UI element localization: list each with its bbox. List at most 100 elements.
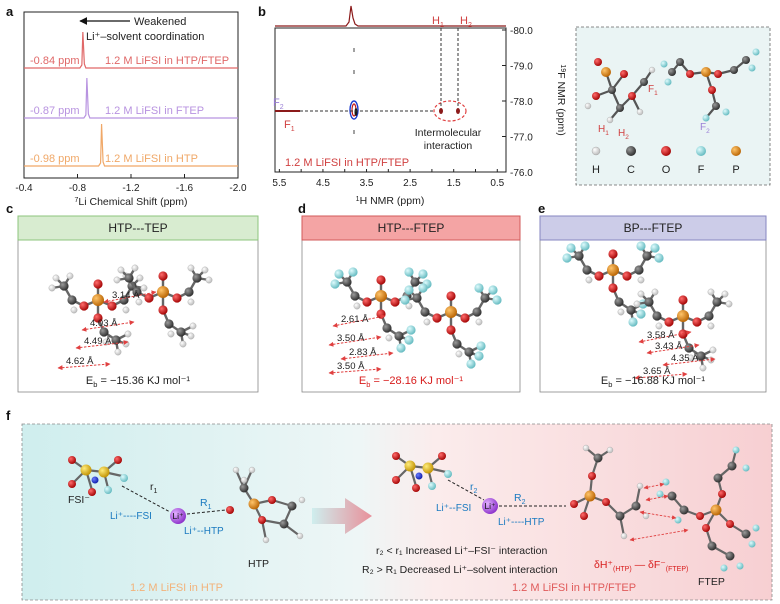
legend-atom-label: O xyxy=(662,164,671,176)
atom-sphere xyxy=(721,290,729,298)
atom-sphere xyxy=(418,283,428,293)
panel-f-comparison-2: R₂ > R₁ Decreased Li⁺–solvent interactio… xyxy=(362,564,558,576)
legend-atom-label: C xyxy=(627,164,635,176)
panel-a-xlabel: 7Li Chemical Shift (ppm) xyxy=(74,196,187,208)
panel-b-ytick-label: -80.0 xyxy=(510,26,533,37)
legend-atom-label: H xyxy=(592,164,600,176)
atom-sphere xyxy=(164,319,174,329)
atom-sphere xyxy=(158,271,168,281)
panel-b-h1-label: H1 xyxy=(432,15,444,29)
atom-sphere xyxy=(642,251,652,261)
atom-sphere xyxy=(608,283,618,293)
panel-a-spectrum-name: 1.2 M LiFSI in HTP xyxy=(105,153,198,165)
panel-label-c: c xyxy=(6,201,13,216)
atom-sphere xyxy=(446,291,456,301)
atom-sphere xyxy=(52,274,60,282)
atom-sphere xyxy=(406,325,416,335)
atom-sphere xyxy=(712,297,722,307)
atom-sphere xyxy=(172,293,182,303)
atom-sphere xyxy=(131,264,139,272)
atom-sphere xyxy=(342,277,352,287)
atom-sphere xyxy=(466,359,476,369)
distance-arrow xyxy=(340,351,394,361)
legend-atom-sphere xyxy=(731,146,741,156)
distance-label: 4.49 Å xyxy=(84,336,112,347)
atom-sphere xyxy=(707,288,715,296)
distance-label: 3.58 Å xyxy=(647,330,675,341)
atom-sphere xyxy=(404,285,414,295)
panel-a-arrow-text-1: Weakened xyxy=(134,16,186,28)
atom-sphere xyxy=(692,317,702,327)
panel-f-transition-arrow xyxy=(312,498,372,534)
atom-sphere xyxy=(396,343,406,353)
panel-f-right-li-htp: Li⁺----HTP xyxy=(498,517,545,528)
panel-a-spectrum-trace xyxy=(24,123,238,167)
atom-legend-box: H1 H2 F1 xyxy=(575,26,771,186)
panel-f-left-li-label: Li⁺ xyxy=(172,511,184,521)
atom-sphere xyxy=(187,298,195,306)
atom-sphere xyxy=(107,301,117,311)
panel-b-annotation-1: Intermolecular xyxy=(415,127,482,139)
atom-sphere xyxy=(124,273,134,283)
atom-sphere xyxy=(410,277,420,287)
panel-b-2d-nmr: H1 H2 F2 F1 Intermolecular interaction 1… xyxy=(272,5,567,207)
legend-atom-sphere xyxy=(661,146,671,156)
distance-label: 2.83 Å xyxy=(349,347,377,358)
panel-a-tick-label: -2.0 xyxy=(229,183,247,194)
panel-f-right-ftep xyxy=(656,446,760,572)
atom-sphere xyxy=(677,310,689,322)
atom-sphere xyxy=(353,302,361,310)
distance-label: 3.43 Å xyxy=(655,341,683,352)
atom-sphere xyxy=(452,339,462,349)
panel-a-ppm-label: -0.84 ppm xyxy=(30,55,80,67)
atom-sphere xyxy=(187,332,195,340)
atom-sphere xyxy=(637,276,645,284)
panel-a-tick-label: -0.4 xyxy=(15,183,33,194)
panel-a-tick-label: -1.6 xyxy=(176,183,194,194)
panel-f-right-htp xyxy=(570,444,650,540)
panel-f-left-li-htp: Li⁺--HTP xyxy=(184,526,224,537)
panel-label-d: d xyxy=(298,201,306,216)
atom-sphere xyxy=(636,241,646,251)
atom-sphere xyxy=(67,295,77,305)
panel-f-comparison-1: r₂ < r₁ Increased Li⁺–FSI⁻ interaction xyxy=(376,545,547,557)
atom-sphere xyxy=(376,275,386,285)
atom-sphere xyxy=(607,264,619,276)
atom-sphere xyxy=(651,288,659,296)
panel-f-R1-label: R1 xyxy=(200,497,212,511)
legend-atom-sphere xyxy=(696,146,706,156)
panel-f-r2-line xyxy=(447,479,485,501)
panel-b-xtick-label: 1.5 xyxy=(447,178,461,189)
panel-f-left-fsi xyxy=(68,456,128,496)
panel-f-interaction-arrows xyxy=(629,482,689,542)
atom-sphere xyxy=(405,302,413,310)
atom-sphere xyxy=(140,284,148,292)
panel-b-xtick-label: 3.5 xyxy=(360,178,374,189)
panel-f-R1-line xyxy=(186,509,227,515)
legend-atom-label: P xyxy=(732,164,739,176)
atom-sphere xyxy=(179,340,187,348)
atom-sphere xyxy=(707,322,715,330)
panel-f-R2-label: R2 xyxy=(514,492,526,506)
panel-b-ytick-label: -78.0 xyxy=(510,97,533,108)
atom-sphere xyxy=(157,286,169,298)
panel-b-interaction-circle xyxy=(433,100,467,122)
panel-b-xtick-label: 4.5 xyxy=(316,178,330,189)
atom-sphere xyxy=(652,311,662,321)
panel-a-ticks: -0.4-0.8-1.2-1.6-2.0 xyxy=(15,174,247,194)
atom-sphere xyxy=(205,276,213,284)
atom-sphere xyxy=(432,313,442,323)
atom-sphere xyxy=(117,266,125,274)
panel-f-delta-label: δH⁺(HTP) — δF⁻(FTEP) xyxy=(594,559,688,573)
atom-sphere xyxy=(192,273,202,283)
distance-label: 4.35 Å xyxy=(671,353,699,364)
panel-f-left-li-atom xyxy=(170,508,186,524)
panel-f-right-fsi xyxy=(392,452,452,492)
panel-b-crosspeak-h2 xyxy=(456,108,460,114)
atom-sphere xyxy=(626,305,636,315)
atom-sphere xyxy=(492,295,502,305)
